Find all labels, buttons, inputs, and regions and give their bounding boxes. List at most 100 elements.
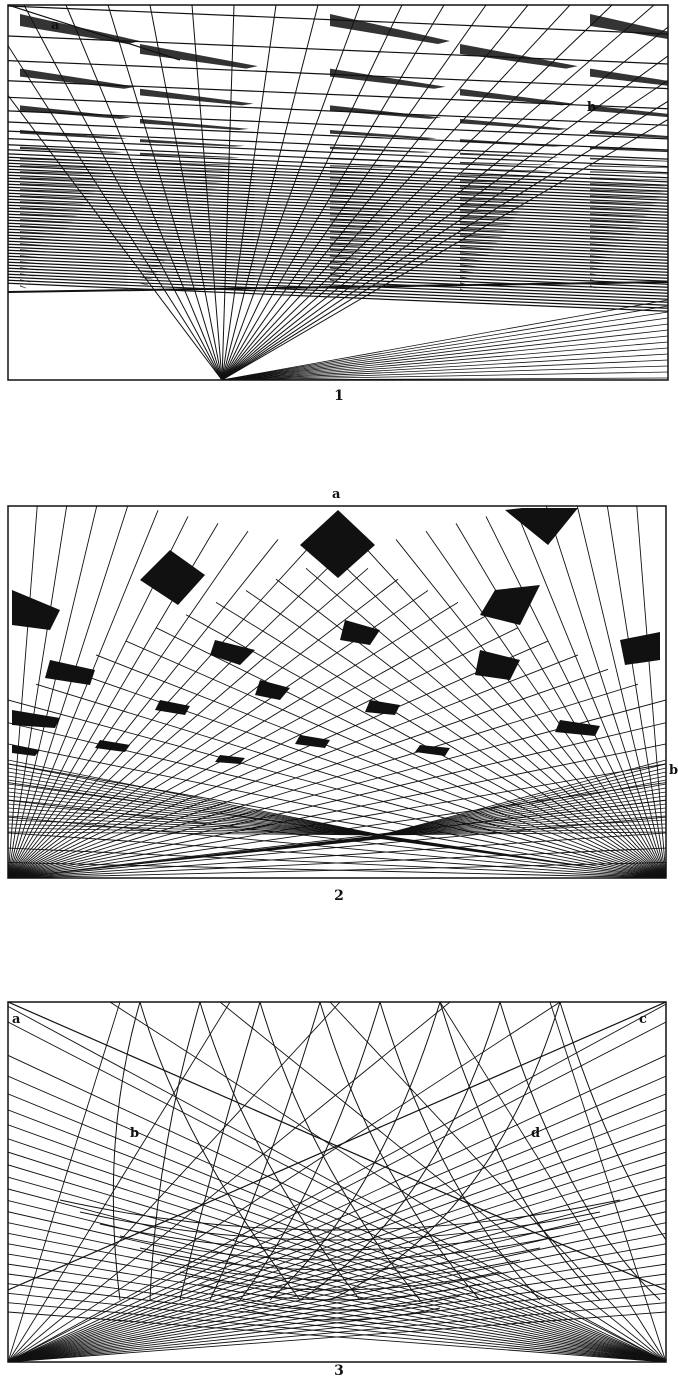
wedge-tile [20,195,92,199]
right-ray-line [395,539,666,878]
apex-ray-line [8,815,382,836]
wedge-tile [140,161,236,166]
band-line [8,186,668,216]
wedge-tile [20,146,123,153]
apex-ray-line [380,831,666,836]
curve-arc [149,1002,201,1301]
band-line [8,171,668,201]
apex-ray-line [380,791,666,836]
right-ray-line [8,816,666,878]
right-ray-line [8,1311,666,1362]
wedge-tile [590,201,658,205]
wedge-tile [590,157,668,162]
wedge-tile [330,105,442,119]
apex-ray-line [380,815,666,836]
left-ray-line [8,861,666,878]
apex-ray-line [380,763,666,836]
wedge-tile [460,240,500,244]
apex-fill [8,835,666,878]
band-line [8,270,668,300]
wedge-tile [330,231,376,235]
figure-1-caption: 1 [334,388,344,404]
checker-tile [12,590,60,630]
checker-tile [620,632,660,665]
band-line [8,149,668,179]
figure-2: a b 2 [7,487,678,904]
curve-arc [319,1002,481,1301]
wedge-tile [330,267,350,271]
band-line [8,261,668,291]
ray-line [221,371,668,380]
band-line [8,246,668,276]
apex-ray-line [380,827,666,836]
ray-line [221,347,668,380]
curve-arc [199,1283,481,1301]
ray-line [221,5,277,380]
ray-line [221,323,668,380]
ray-line [221,5,655,380]
left-ray-line [8,578,399,878]
figure-3-point-d-label: d [531,1126,541,1141]
wedge-tile [140,44,258,69]
left-ray-line [8,627,519,878]
wedge-tile [590,177,668,181]
apex-ray-line [380,799,666,836]
clipped-group [8,1002,666,1362]
band-line [8,201,668,231]
wedge-tile [20,183,101,187]
ray-line [23,5,223,380]
apex-ray-line [8,763,382,836]
ray-line [221,5,487,380]
curve-arc [119,1235,561,1261]
right-ray-line [275,578,666,878]
wedge-tile [330,146,433,153]
wedge-tile [460,264,482,268]
ray-line [221,79,668,380]
band-line [8,231,668,261]
apex-ray-line [8,799,382,836]
ray-line [221,5,235,380]
wedge-tile [140,186,219,190]
apex-ray-line [380,767,666,836]
figure-1-frame [7,4,669,381]
band-line [8,258,668,288]
ray-line [221,5,529,380]
band-line [8,234,668,264]
right-ray-line [8,847,666,878]
wedge-tile [330,249,363,253]
wedge-tile [20,165,114,169]
band-line [8,195,668,225]
curve-arc [199,1002,361,1301]
checker-tile [415,745,450,756]
wedge-tile [590,243,628,247]
right-ray-line [155,627,666,878]
ray-line [65,5,223,380]
wedge-tile [590,165,668,169]
clipped-group [8,5,668,380]
ray-line [221,317,668,380]
wedge-tile [460,198,530,202]
wedge-tile [330,273,346,277]
right-ray-line [549,1002,666,1362]
apex-ray-line [8,803,382,836]
right-ray-line [365,548,666,878]
right-ray-line [8,699,666,878]
apex-ray-line [8,819,382,836]
figure-2-point-a-label: a [332,487,341,502]
figure-1-drawing [7,4,669,381]
apex-ray-line [8,807,382,836]
left-ray-line [8,557,339,878]
wedge-tile [460,258,487,262]
apex-ray-line [8,787,382,836]
ray-line [221,329,668,380]
left-ray-line [8,1002,231,1362]
ray-line [8,44,223,380]
figure-2-frame [7,505,667,879]
right-ray-line [636,506,666,878]
curve-arc [379,1002,541,1301]
band-line [8,156,668,186]
wedge-tile [330,157,429,162]
band-line [8,252,668,282]
band-line [8,228,668,258]
curve-arc [239,1002,381,1301]
